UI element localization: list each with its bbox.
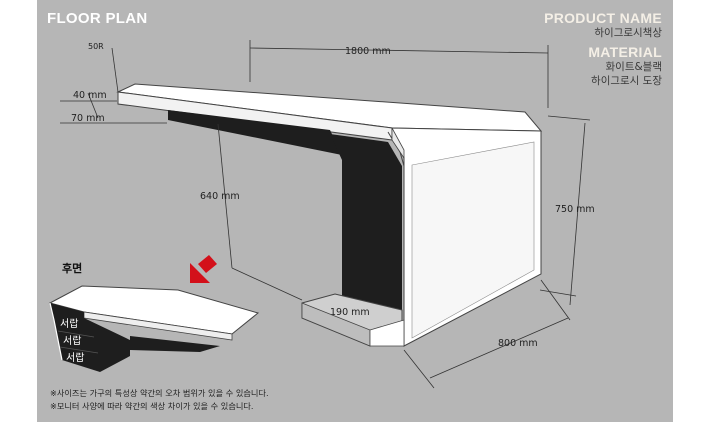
drawer-label-1: 서랍: [60, 317, 78, 330]
product-name: 하이그로시책상: [594, 27, 662, 39]
product-info: PRODUCT NAME 하이그로시책상 MATERIAL 화이트&블랙 하이그…: [544, 10, 662, 88]
red-arrow-icon: [190, 255, 217, 283]
drawer-label-3: 서랍: [66, 351, 84, 364]
dim-radius: 50R: [88, 42, 104, 51]
back-view-label: 후면: [62, 261, 82, 275]
material-line-1: 화이트&블랙: [605, 61, 663, 73]
dim-top-thickness: 40 mm: [73, 90, 107, 101]
dim-width: 1800 mm: [345, 46, 391, 57]
notes: ※사이즈는 가구의 특성상 약간의 오차 범위가 있을 수 있습니다. ※모니터…: [50, 387, 269, 413]
drawer-label-2: 서랍: [63, 334, 81, 347]
dim-total-height: 750 mm: [555, 204, 595, 215]
dim-drawer-height: 70 mm: [71, 113, 105, 124]
material-heading: MATERIAL: [588, 44, 662, 60]
page-title: FLOOR PLAN: [47, 10, 148, 27]
dimension-lines: [60, 40, 591, 389]
dim-leg-height: 640 mm: [200, 191, 240, 202]
note-2: ※모니터 사양에 따라 약간의 색상 차이가 있을 수 있습니다.: [50, 401, 254, 411]
dim-base-width: 190 mm: [330, 307, 370, 318]
note-1: ※사이즈는 가구의 특성상 약간의 오차 범위가 있을 수 있습니다.: [50, 388, 269, 398]
dim-depth: 800 mm: [498, 338, 538, 349]
material-line-2: 하이그로시 도장: [591, 75, 662, 87]
desk-main: [116, 83, 543, 347]
desk-back-view: [48, 285, 260, 372]
product-name-heading: PRODUCT NAME: [544, 10, 662, 26]
